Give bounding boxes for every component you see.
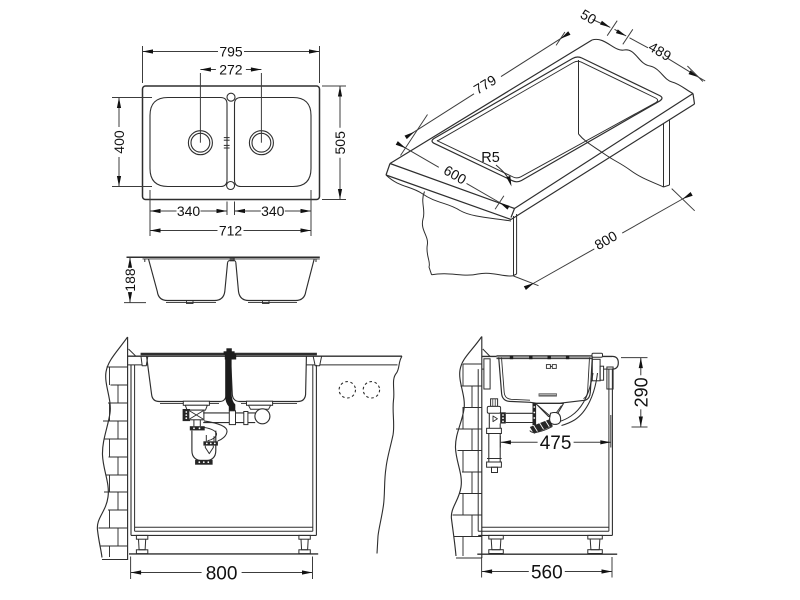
svg-text:800: 800 — [206, 563, 238, 584]
svg-text:795: 795 — [219, 44, 243, 60]
svg-text:50: 50 — [578, 6, 600, 28]
svg-text:290: 290 — [631, 377, 651, 407]
svg-text:188: 188 — [122, 268, 138, 292]
svg-text:505: 505 — [332, 131, 348, 155]
svg-text:400: 400 — [111, 130, 127, 154]
svg-text:475: 475 — [540, 433, 572, 454]
svg-text:272: 272 — [219, 62, 243, 78]
svg-text:R5: R5 — [481, 150, 500, 166]
svg-text:340: 340 — [177, 203, 201, 219]
svg-text:340: 340 — [261, 203, 285, 219]
svg-text:712: 712 — [219, 223, 243, 239]
svg-text:560: 560 — [531, 562, 563, 583]
